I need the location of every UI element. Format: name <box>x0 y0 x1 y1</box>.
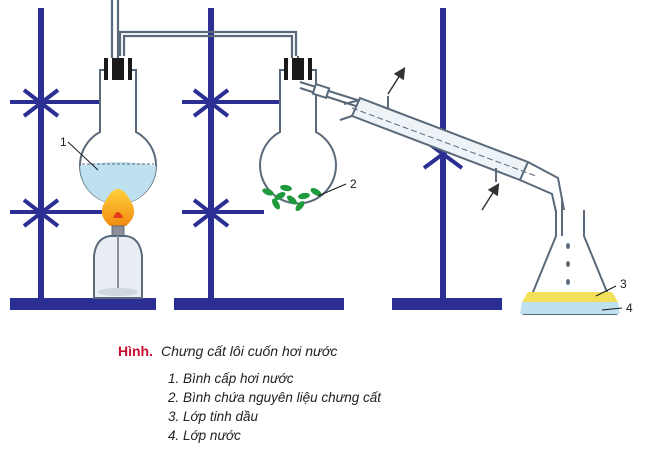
callout-1: 1 <box>60 135 67 149</box>
plant-material <box>262 184 322 211</box>
condenser-icon <box>339 96 565 213</box>
retort-stand-2 <box>174 8 344 310</box>
tube-to-condenser <box>299 81 371 111</box>
legend-item: 2. Bình chứa nguyên liệu chưng cất <box>168 390 382 405</box>
callout-2: 2 <box>350 177 357 191</box>
flask-icon <box>259 58 337 211</box>
callouts <box>67 141 623 311</box>
figure-caption: Hình. Chưng cất lôi cuốn hơi nước <box>118 343 337 359</box>
conical-flask-icon <box>520 198 620 315</box>
flask-icon <box>79 58 157 205</box>
legend-item: 3. Lớp tinh dầu <box>168 409 258 424</box>
caption-title: Chưng cất lôi cuốn hơi nước <box>161 343 338 359</box>
callout-4: 4 <box>626 301 633 315</box>
alcohol-lamp-icon <box>93 189 143 299</box>
arrow-icon <box>387 66 500 211</box>
legend-list: 1. Bình cấp hơi nước 2. Bình chứa nguyên… <box>168 369 381 445</box>
callout-3: 3 <box>620 277 627 291</box>
distillation-diagram: 1 2 3 4 <box>10 0 633 315</box>
legend-item: 1. Bình cấp hơi nước <box>168 371 294 386</box>
retort-stand-1 <box>10 8 156 310</box>
caption-label: Hình. <box>118 343 153 359</box>
legend-item: 4. Lớp nước <box>168 428 241 443</box>
